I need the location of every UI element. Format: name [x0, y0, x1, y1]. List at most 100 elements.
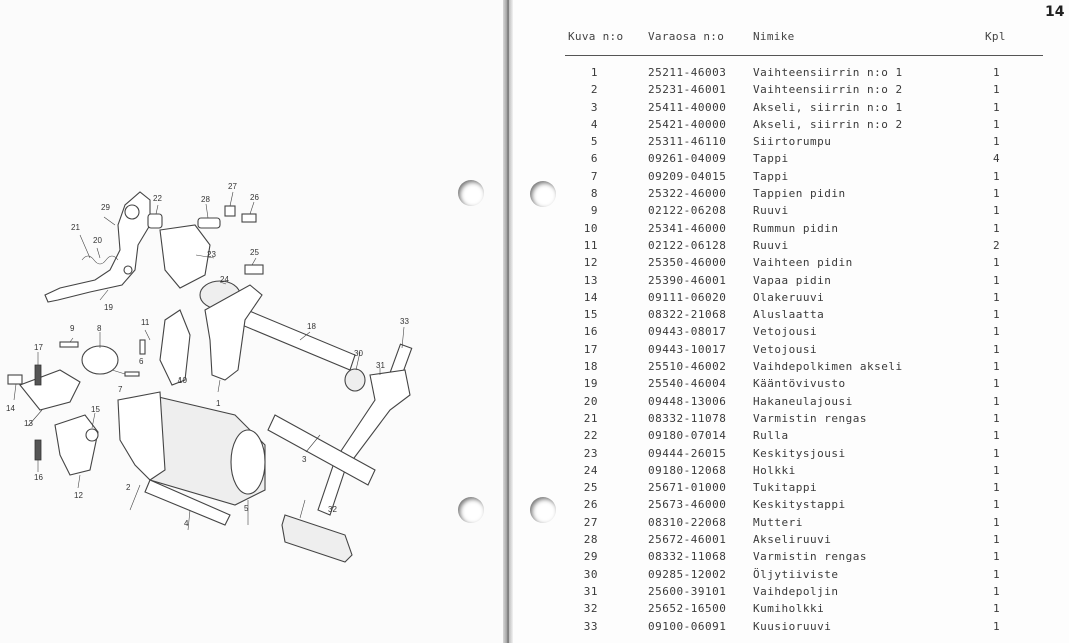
item-number: 17: [583, 342, 598, 356]
part-number: 09443-08017: [648, 325, 727, 339]
part-washer: [85, 428, 99, 442]
quantity: 1: [993, 602, 1001, 616]
item-number: 4: [590, 117, 598, 131]
part-name: Rummun pidin: [753, 221, 839, 235]
exploded-parts-diagram: 1 2 3 4 5 6 7 8 9 10 11 12 13 14 15 16 1…: [6, 182, 413, 563]
part-gearshift-pedal: [317, 369, 411, 516]
callout-18: 18: [307, 322, 316, 331]
part-name: Varmistin rengas: [753, 550, 867, 564]
quantity: 1: [993, 100, 1001, 114]
quantity: 1: [993, 533, 1001, 547]
quantity: 1: [993, 377, 1001, 391]
part-number: 09443-10017: [648, 342, 727, 356]
part-number: 25350-46000: [648, 256, 727, 270]
callout-8: 8: [97, 324, 102, 333]
part-support-pin: [244, 264, 264, 275]
item-number: 33: [583, 619, 598, 633]
punch-hole-top: [530, 181, 556, 207]
table-row: 32 25652-16500 Kumiholkki 1: [0, 600, 1069, 617]
item-number: 32: [583, 602, 598, 616]
page-number: 14: [1045, 4, 1065, 20]
callout-27: 27: [228, 182, 237, 191]
callout-14: 14: [6, 404, 15, 413]
item-number: 27: [583, 515, 598, 529]
item-number: 12: [583, 256, 598, 270]
leader-lines: [13, 191, 405, 531]
quantity: 1: [993, 117, 1001, 131]
item-number: 14: [583, 290, 598, 304]
callout-22: 22: [153, 194, 162, 203]
quantity: 1: [993, 584, 1001, 598]
part-name: Vetojousi: [753, 325, 818, 339]
item-number: 13: [583, 273, 598, 287]
quantity: 1: [993, 83, 1001, 97]
callout-13: 13: [24, 419, 33, 428]
part-name: Ruuvi: [753, 204, 789, 218]
quantity: 1: [993, 256, 1001, 270]
quantity: 1: [993, 169, 1001, 183]
part-pivot-hole: [123, 265, 133, 275]
left-page: 1 2 3 4 5 6 7 8 9 10 11 12 13 14 15 16 1…: [0, 0, 506, 643]
part-number: 09209-04015: [648, 169, 727, 183]
quantity: 1: [993, 463, 1001, 477]
part-name: Vetojousi: [753, 342, 818, 356]
quantity: 1: [993, 135, 1001, 149]
part-name: Öljytiiviste: [753, 567, 839, 581]
quantity: 1: [993, 498, 1001, 512]
quantity: 1: [993, 429, 1001, 443]
quantity: 1: [993, 342, 1001, 356]
part-shift-fork-1: [204, 284, 263, 381]
item-number: 7: [590, 169, 598, 183]
punch-hole-top: [458, 180, 484, 206]
item-number: 29: [583, 550, 598, 564]
quantity: 1: [993, 550, 1001, 564]
item-number: 22: [583, 429, 598, 443]
part-number: 09448-13006: [648, 394, 727, 408]
part-name: Hakaneulajousi: [753, 394, 853, 408]
part-number: 25600-39101: [648, 584, 727, 598]
item-number: 15: [583, 308, 598, 322]
part-rubber-bushing: [281, 514, 353, 563]
part-fork-shaft-2: [144, 479, 231, 526]
item-number: 6: [590, 152, 598, 166]
part-number: 25322-46000: [648, 187, 727, 201]
part-pivot-hole: [124, 204, 140, 220]
part-number: 09180-07014: [648, 429, 727, 443]
part-number: 09261-04009: [648, 152, 727, 166]
part-circlip-spring: [81, 255, 119, 265]
part-name: Vapaa pidin: [753, 273, 832, 287]
callout-4: 4: [184, 519, 189, 528]
punch-hole-bottom: [530, 497, 556, 523]
header-name: Nimike: [753, 30, 795, 43]
item-number: 2: [590, 83, 598, 97]
part-number: 25390-46001: [648, 273, 727, 287]
item-number: 9: [590, 204, 598, 218]
part-name: Akseliruuvi: [753, 533, 832, 547]
part-name: Varmistin rengas: [753, 411, 867, 425]
part-number: 08322-21068: [648, 308, 727, 322]
part-name: Keskitysjousi: [753, 446, 846, 460]
part-number: 25652-16500: [648, 602, 727, 616]
part-drum-holder: [159, 309, 191, 386]
part-number: 09111-06020: [648, 290, 727, 304]
callout-24: 24: [220, 275, 229, 284]
part-name: Kumiholkki: [753, 602, 825, 616]
item-number: 11: [583, 238, 598, 252]
part-roller: [147, 213, 163, 229]
punch-hole-bottom: [458, 497, 484, 523]
item-number: 18: [583, 360, 598, 374]
part-number: 09285-12002: [648, 567, 727, 581]
part-spring: [34, 364, 42, 386]
callout-6: 6: [139, 357, 144, 366]
item-number: 8: [590, 187, 598, 201]
part-spring: [34, 439, 42, 461]
